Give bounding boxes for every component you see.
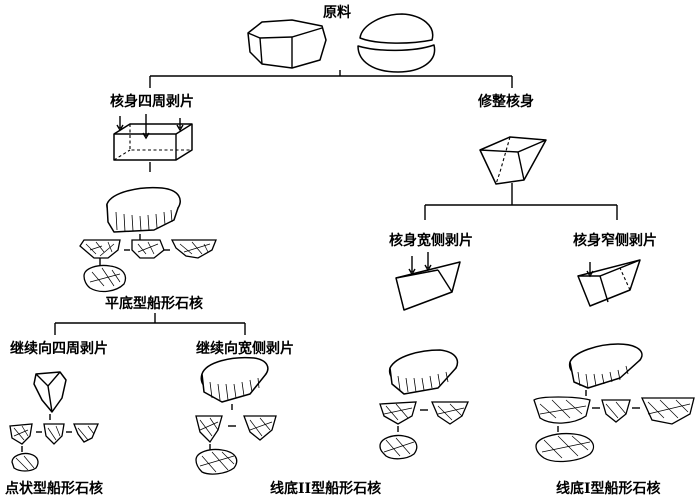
label-narrow-side-flaking: 核身窄侧剥片	[573, 233, 657, 249]
label-continue-peripheral: 继续向四周剥片	[10, 341, 108, 357]
flat-base-flake-set	[79, 239, 217, 293]
wide-side-core	[388, 349, 459, 395]
line-base-I-core	[568, 343, 643, 396]
wide-side-flake-set	[379, 401, 469, 460]
peripheral-flaking-block	[113, 114, 193, 172]
point-type-flake-set	[9, 423, 99, 472]
label-line-base-II-core: 线底II型船形石核	[270, 481, 382, 497]
line-base-I-flake-set	[533, 396, 695, 463]
wide-side-flaking-block	[395, 252, 461, 311]
label-line-base-I-core: 线底I型船形石核	[556, 481, 661, 497]
tree-connectors	[54, 70, 618, 335]
label-wide-side-flaking: 核身宽侧剥片	[389, 233, 473, 249]
label-point-type-core: 点状型船形石核	[5, 481, 103, 497]
raw-material-split-pebble	[357, 13, 436, 73]
label-raw-material: 原料	[323, 5, 351, 21]
flat-base-core-body	[106, 186, 181, 240]
label-flat-base-core: 平底型船形石核	[105, 296, 203, 312]
line-base-II-core	[200, 356, 269, 410]
line-base-II-flake-set	[195, 415, 277, 475]
label-trim-core: 修整核身	[478, 94, 534, 110]
raw-material-block	[247, 19, 327, 69]
label-peripheral-flaking: 核身四周剥片	[110, 94, 194, 110]
point-type-core	[33, 371, 67, 420]
narrow-side-flaking-block	[577, 259, 641, 307]
label-continue-wide: 继续向宽侧剥片	[196, 341, 294, 357]
trimmed-core-block	[479, 136, 547, 185]
